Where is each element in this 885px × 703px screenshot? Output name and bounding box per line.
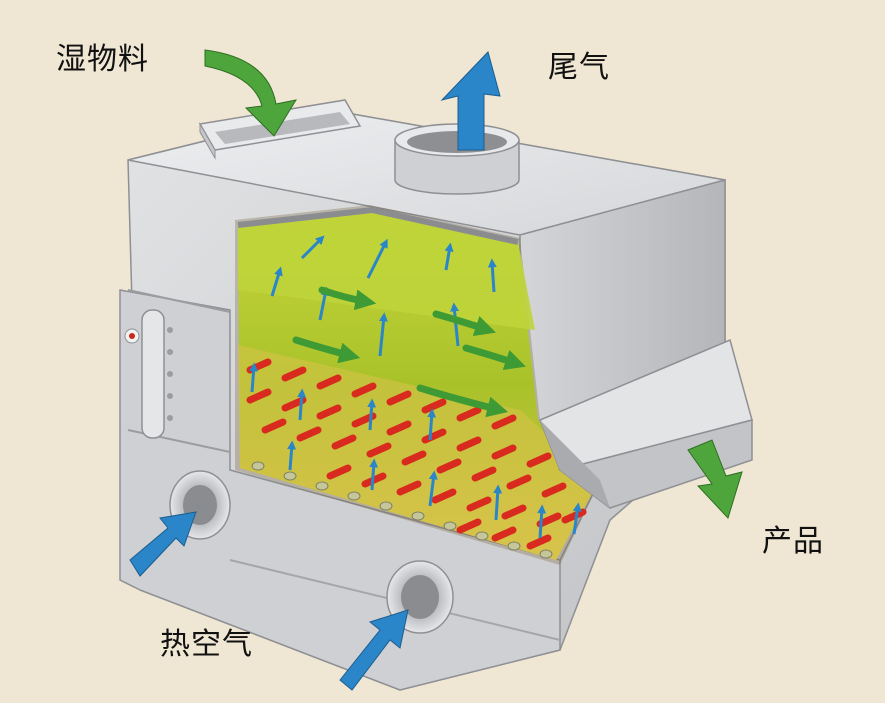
wet-material-arrow — [204, 49, 298, 137]
exhaust-arrow — [440, 51, 501, 151]
product-arrow — [687, 439, 743, 519]
product-label: 产品 — [762, 524, 824, 559]
exhaust-gas-label: 尾气 — [548, 50, 610, 85]
wet-material-label: 湿物料 — [56, 42, 149, 77]
internal-material-arrows — [292, 286, 526, 418]
product-chute — [539, 338, 753, 509]
distributor-nozzles — [251, 461, 553, 559]
hot-air-arrow-left — [129, 511, 197, 577]
exhaust-outlet — [394, 123, 520, 195]
hot-air-label: 热空气 — [160, 627, 253, 662]
internal-air-arrows — [249, 235, 582, 539]
hot-air-arrow-right — [339, 609, 409, 691]
level-gauge — [124, 309, 173, 439]
